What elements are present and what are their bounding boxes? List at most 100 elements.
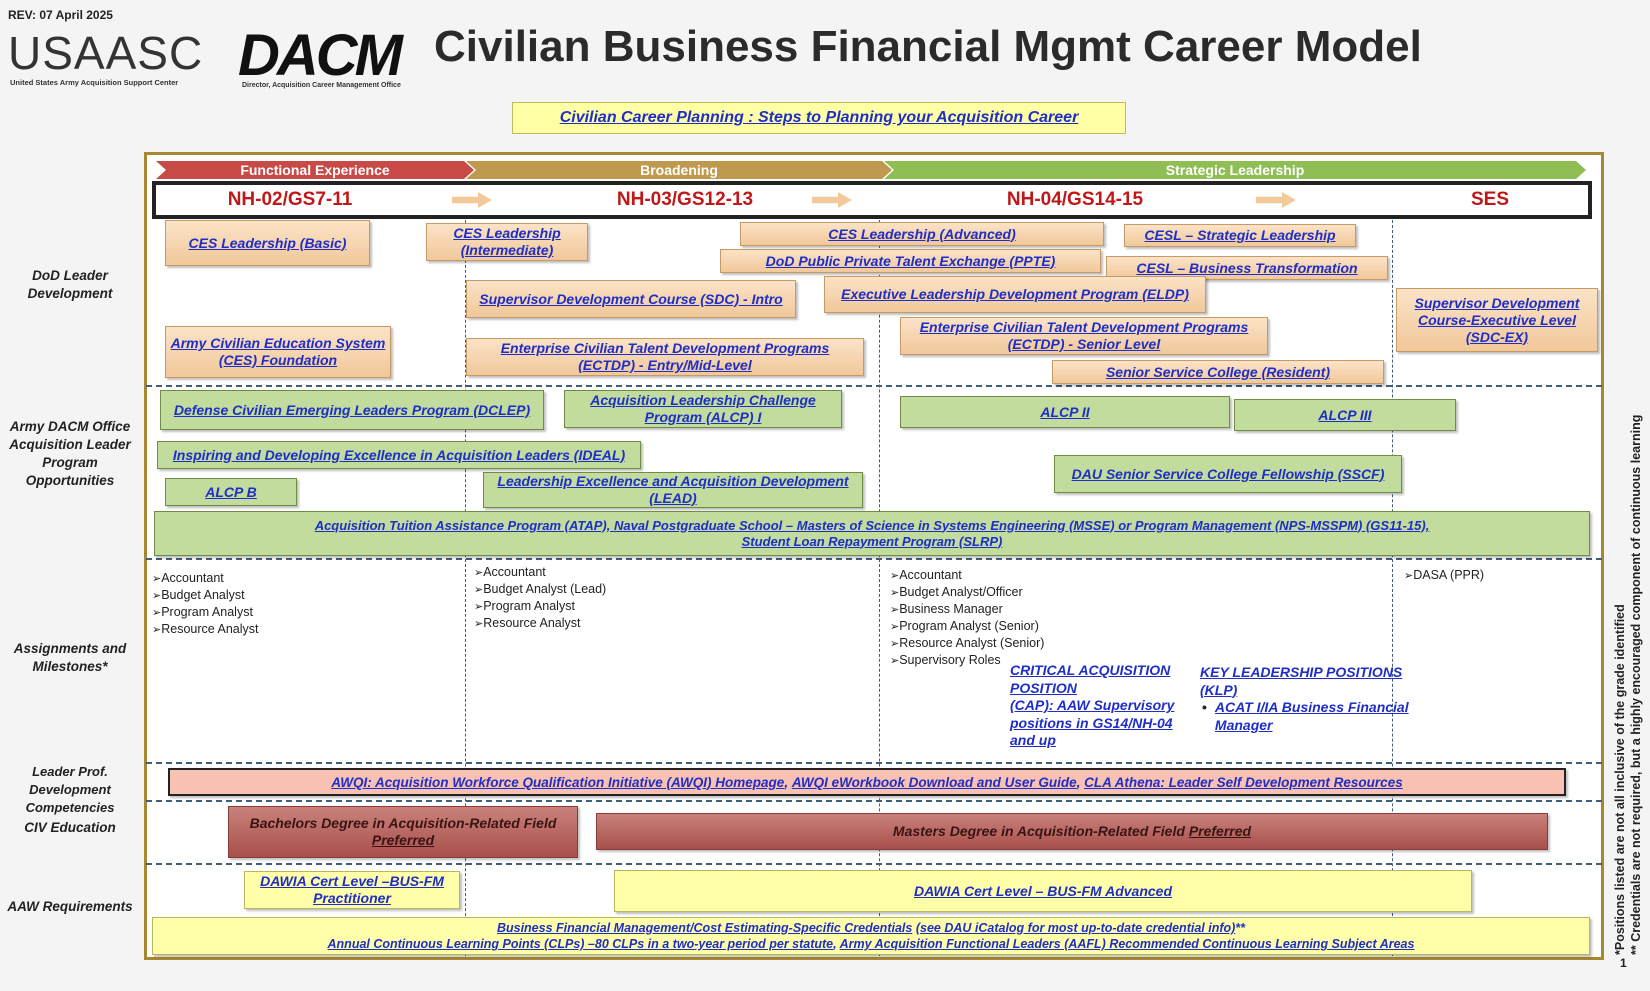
ectdp-senior-link[interactable]: Enterprise Civilian Talent Development P…	[900, 317, 1268, 355]
bullet-icon: •	[1202, 699, 1207, 715]
bachelors-degree-text: Bachelors Degree in Acquisition-Related …	[233, 815, 573, 849]
footnote-positions: *Positions listed are not all inclusive …	[1613, 604, 1627, 955]
list-item: DASA (PPR)	[1404, 567, 1484, 584]
key-leadership-positions[interactable]: KEY LEADERSHIP POSITIONS (KLP) • ACAT I/…	[1200, 664, 1430, 734]
alcp-iii-link[interactable]: ALCP III	[1234, 399, 1456, 431]
clp-link[interactable]: Annual Continuous Learning Points (CLPs)…	[327, 937, 834, 951]
klp-title[interactable]: KEY LEADERSHIP POSITIONS (KLP)	[1200, 664, 1403, 698]
usaasc-logo-subtitle: United States Army Acquisition Support C…	[10, 78, 179, 87]
ideal-link[interactable]: Inspiring and Developing Excellence in A…	[157, 441, 641, 469]
list-item: Budget Analyst	[152, 587, 259, 604]
cesl-strategic-link[interactable]: CESL – Strategic Leadership	[1124, 224, 1356, 247]
grade-bar	[152, 181, 1592, 219]
page-number: 1	[1620, 956, 1627, 970]
row-label-lpd: Leader Prof. Development Competencies	[25, 764, 115, 815]
alcp-b-link[interactable]: ALCP B	[165, 478, 297, 506]
cap-title[interactable]: CRITICAL ACQUISITION POSITION	[1010, 662, 1171, 696]
ces-basic-link[interactable]: CES Leadership (Basic)	[165, 220, 370, 266]
row-divider	[146, 762, 1602, 764]
credentials-footnote-mark: **	[1235, 921, 1246, 935]
list-item: Program Analyst	[152, 604, 259, 621]
row-divider	[146, 558, 1602, 560]
row-divider	[146, 385, 1602, 387]
career-planning-link[interactable]: Civilian Career Planning : Steps to Plan…	[512, 102, 1126, 134]
dacm-logo: DACM	[238, 23, 403, 88]
grade-nh02: NH-02/GS7-11	[227, 189, 353, 210]
eldp-link[interactable]: Executive Leadership Development Program…	[824, 276, 1206, 313]
phase-broadening: Broadening	[466, 161, 892, 179]
list-item: Accountant	[152, 570, 259, 587]
awqi-eworkbook-link[interactable]: AWQI eWorkbook Download and User Guide	[791, 774, 1077, 790]
dclep-link[interactable]: Defense Civilian Emerging Leaders Progra…	[160, 390, 544, 430]
row-divider	[146, 800, 1602, 802]
lpd-links-bar: AWQI: Acquisition Workforce Qualificatio…	[168, 768, 1566, 796]
side-footnotes: *Positions listed are not all inclusive …	[1612, 395, 1644, 955]
list-item: Program Analyst	[474, 598, 606, 615]
dacm-logo-subtitle: Director, Acquisition Career Management …	[242, 82, 401, 89]
klp-list-item: • ACAT I/IA Business Financial Manager	[1200, 699, 1430, 734]
preferred-label: Preferred	[1188, 823, 1252, 839]
footnote-credentials: ** Credentials are not required, but a h…	[1629, 414, 1643, 955]
ces-advanced-link[interactable]: CES Leadership (Advanced)	[740, 222, 1104, 246]
awqi-homepage-link[interactable]: AWQI: Acquisition Workforce Qualificatio…	[331, 774, 785, 790]
list-item: Resource Analyst	[474, 615, 606, 632]
klp-item[interactable]: ACAT I/IA Business Financial Manager	[1214, 699, 1409, 733]
list-item: Budget Analyst/Officer	[890, 584, 1044, 601]
cla-athena-link[interactable]: CLA Athena: Leader Self Development Reso…	[1084, 774, 1403, 790]
phase-strategic-leadership: Strategic Leadership	[884, 161, 1586, 179]
row-label-aaw: AAW Requirements	[7, 899, 133, 914]
masters-label: Masters Degree in Acquisition-Related Fi…	[892, 823, 1185, 839]
atap-line-2[interactable]: Student Loan Repayment Program (SLRP)	[741, 533, 1003, 549]
row-divider	[146, 863, 1602, 865]
assignments-col-1: Accountant Budget Analyst Program Analys…	[152, 570, 259, 638]
phase-functional-experience: Functional Experience	[156, 161, 474, 179]
masters-degree-box: Masters Degree in Acquisition-Related Fi…	[596, 813, 1548, 850]
list-item: Accountant	[890, 567, 1044, 584]
row-label-assignments: Assignments and Milestones*	[13, 641, 127, 674]
alcp-i-link[interactable]: Acquisition Leadership Challenge Program…	[564, 390, 842, 428]
critical-acquisition-position[interactable]: CRITICAL ACQUISITION POSITION (CAP): AAW…	[1010, 662, 1190, 750]
list-item: Resource Analyst	[152, 621, 258, 638]
atap-line-1[interactable]: Acquisition Tuition Assistance Program (…	[314, 517, 1430, 533]
credentials-link[interactable]: Business Financial Management/Cost Estim…	[496, 921, 913, 935]
assignments-col-3: Accountant Budget Analyst/Officer Busine…	[890, 567, 1044, 669]
revision-date: REV: 07 April 2025	[8, 8, 113, 22]
lead-link[interactable]: Leadership Excellence and Acquisition De…	[483, 472, 863, 508]
preferred-label: Preferred	[371, 832, 435, 848]
list-item: Business Manager	[890, 601, 1044, 618]
row-label-civ: CIV Education	[24, 820, 116, 835]
sscf-link[interactable]: DAU Senior Service College Fellowship (S…	[1054, 455, 1402, 493]
dau-icatalog-link[interactable]: (see DAU iCatalog for most up-to-date cr…	[915, 921, 1236, 935]
masters-degree-text: Masters Degree in Acquisition-Related Fi…	[893, 823, 1251, 840]
grade-nh04: NH-04/GS14-15	[1006, 189, 1144, 210]
sdc-intro-link[interactable]: Supervisor Development Course (SDC) - In…	[466, 280, 796, 318]
dawia-practitioner-link[interactable]: DAWIA Cert Level –BUS-FM Practitioner	[244, 871, 460, 909]
bachelors-degree-box: Bachelors Degree in Acquisition-Related …	[228, 806, 578, 858]
list-item: Budget Analyst (Lead)	[474, 581, 606, 598]
page-title: Civilian Business Financial Mgmt Career …	[434, 22, 1422, 71]
usaasc-logo: USAASC	[8, 27, 204, 79]
column-divider	[1392, 220, 1393, 956]
ces-intermediate-link[interactable]: CES Leadership (Intermediate)	[426, 223, 588, 261]
credentials-line: Business Financial Management/Cost Estim…	[497, 920, 1245, 936]
list-item: Program Analyst (Senior)	[890, 618, 1044, 635]
clp-line: Annual Continuous Learning Points (CLPs)…	[327, 937, 1415, 951]
dawia-advanced-link[interactable]: DAWIA Cert Level – BUS-FM Advanced	[614, 870, 1472, 912]
bachelors-label: Bachelors Degree in Acquisition-Related …	[249, 815, 557, 831]
assignments-col-4: DASA (PPR)	[1404, 567, 1484, 584]
row-label-army: Army DACM Office Acquisition Leader Prog…	[9, 419, 131, 488]
ectdp-entry-link[interactable]: Enterprise Civilian Talent Development P…	[466, 338, 864, 376]
cap-text[interactable]: (CAP): AAW Supervisory positions in GS14…	[1010, 697, 1175, 748]
ppte-link[interactable]: DoD Public Private Talent Exchange (PPTE…	[720, 249, 1101, 273]
list-item: Resource Analyst (Senior)	[890, 635, 1044, 652]
aafl-link[interactable]: Army Acquisition Functional Leaders (AAF…	[839, 937, 1415, 951]
ces-foundation-link[interactable]: Army Civilian Education System (CES) Fou…	[165, 326, 391, 378]
credentials-bar: Business Financial Management/Cost Estim…	[152, 917, 1590, 955]
list-item: Accountant	[474, 564, 606, 581]
senior-service-college-link[interactable]: Senior Service College (Resident)	[1052, 360, 1384, 384]
alcp-ii-link[interactable]: ALCP II	[900, 396, 1230, 428]
sdc-ex-link[interactable]: Supervisor Development Course-Executive …	[1396, 288, 1598, 352]
list-item: Supervisory Roles	[890, 652, 1044, 669]
row-label-dod: DoD Leader Development	[27, 268, 113, 301]
atap-nps-slrp-link[interactable]: Acquisition Tuition Assistance Program (…	[154, 511, 1590, 556]
